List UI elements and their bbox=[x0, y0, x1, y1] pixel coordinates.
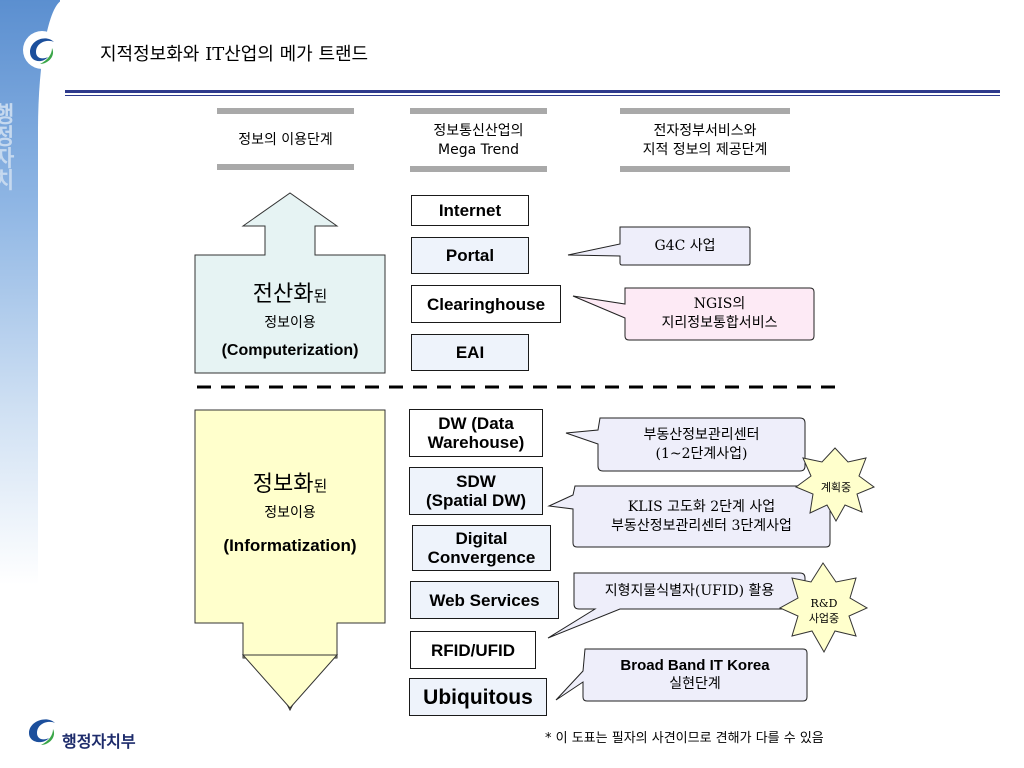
callout-g4c: G4C 사업 bbox=[620, 227, 750, 265]
brand-name: 행정자치부 bbox=[62, 732, 136, 751]
trend-box-sdw: SDW (Spatial DW) bbox=[409, 467, 543, 515]
trend-label: Convergence bbox=[427, 548, 536, 567]
callout-text: NGIS의 bbox=[693, 296, 746, 312]
trend-box-rfid-ufid: RFID/UFID bbox=[410, 631, 536, 669]
trend-box-portal: Portal bbox=[411, 237, 529, 274]
arrow-down-subtitle: 정보이용 bbox=[264, 505, 316, 521]
arrow-up-title-suffix: 된 bbox=[313, 287, 328, 305]
callout-text: G4C 사업 bbox=[654, 237, 716, 254]
title-rule bbox=[65, 90, 1000, 93]
trend-label: Web Services bbox=[429, 590, 540, 610]
trend-label: Digital bbox=[455, 529, 508, 548]
trend-label: Internet bbox=[438, 201, 502, 220]
arrow-down-title: 정보화 bbox=[252, 472, 314, 497]
callout-text: 지형지물식별자(UFID) 활용 bbox=[604, 582, 775, 599]
callout-text: 부동산정보관리센터 3단계사업 bbox=[611, 517, 792, 534]
trend-box-web-services: Web Services bbox=[410, 581, 559, 619]
header-bar bbox=[410, 108, 547, 114]
header-bar bbox=[410, 166, 547, 172]
trend-label: DW (Data bbox=[438, 414, 514, 433]
arrow-up-english: (Computerization) bbox=[221, 342, 359, 359]
trend-box-eai: EAI bbox=[411, 334, 529, 371]
arrow-up-label: 전산화된 정보이용 (Computerization) bbox=[195, 276, 385, 360]
callout-realestate-shape bbox=[565, 417, 806, 472]
trend-label: Warehouse) bbox=[427, 433, 525, 452]
callout-ngis: NGIS의 지리정보통합서비스 bbox=[625, 288, 814, 340]
burst-text: R&D bbox=[810, 597, 838, 610]
column-header-label: 정보의 이용단계 bbox=[238, 132, 333, 148]
callout-ngis-shape bbox=[572, 287, 815, 341]
title-rule-thin bbox=[65, 95, 1000, 96]
callout-text: 지리정보통합서비스 bbox=[661, 315, 778, 331]
burst-text: 계획중 bbox=[820, 480, 852, 494]
callout-ufid: 지형지물식별자(UFID) 활용 bbox=[574, 573, 805, 609]
seal-line: 행정 bbox=[0, 103, 15, 150]
trend-box-clearinghouse: Clearinghouse bbox=[411, 285, 561, 323]
callout-realestate: 부동산정보관리센터 (1~2단계사업) bbox=[598, 418, 805, 471]
burst-planned: 계획중 bbox=[808, 476, 864, 498]
sidebar-swoosh bbox=[38, 0, 64, 585]
trend-label: EAI bbox=[455, 343, 485, 362]
trend-label: Clearinghouse bbox=[426, 294, 546, 314]
trend-box-ubiquitous: Ubiquitous bbox=[409, 678, 547, 716]
header-bar bbox=[217, 108, 354, 114]
brand-logo-icon bbox=[29, 719, 55, 745]
callout-klis: KLIS 고도화 2단계 사업 부동산정보관리센터 3단계사업 bbox=[573, 486, 830, 547]
trend-label: Portal bbox=[445, 246, 495, 265]
callout-text: 실현단계 bbox=[669, 676, 721, 692]
column-header-egov-stage: 전자정부서비스와 지적 정보의 제공단계 bbox=[620, 108, 790, 174]
callout-text: KLIS 고도화 2단계 사업 bbox=[627, 498, 776, 515]
trend-box-internet: Internet bbox=[411, 195, 529, 226]
arrow-down-head bbox=[241, 654, 339, 709]
burst-rnd-shape bbox=[778, 562, 869, 654]
column-header-label: Mega Trend bbox=[438, 142, 519, 158]
page-title: 지적정보화와 IT산업의 메가 트랜드 bbox=[100, 44, 369, 65]
header-bar bbox=[217, 164, 354, 170]
trend-label: SDW bbox=[456, 472, 496, 491]
arrow-up-subtitle: 정보이용 bbox=[264, 315, 316, 331]
arrow-down-title-suffix: 된 bbox=[313, 477, 328, 495]
trend-label: Ubiquitous bbox=[423, 685, 533, 709]
burst-text: 사업중 bbox=[808, 612, 840, 625]
arrow-down-label: 정보화된 정보이용 (Informatization) bbox=[195, 466, 385, 556]
burst-rnd: R&D 사업중 bbox=[796, 594, 852, 628]
trend-box-dw: DW (Data Warehouse) bbox=[409, 409, 543, 457]
seal-line: 자치 bbox=[0, 147, 15, 194]
callout-text: (1~2단계사업) bbox=[655, 445, 748, 462]
column-header-label: 지적 정보의 제공단계 bbox=[642, 142, 768, 158]
column-header-usage-stage: 정보의 이용단계 bbox=[217, 108, 354, 174]
header-bar bbox=[620, 108, 790, 114]
footer-note: * 이 도표는 필자의 사견이므로 견해가 다를 수 있음 bbox=[545, 731, 824, 746]
ministry-logo-icon bbox=[23, 31, 61, 69]
trend-box-digital-convergence: Digital Convergence bbox=[412, 525, 551, 571]
trend-label: RFID/UFID bbox=[430, 640, 516, 660]
callout-text: 부동산정보관리센터 bbox=[643, 426, 760, 443]
arrow-up-title: 전산화 bbox=[252, 282, 314, 307]
callout-text: Broad Band IT Korea bbox=[620, 657, 770, 674]
column-header-label: 정보통신산업의 bbox=[433, 123, 524, 139]
trend-label: (Spatial DW) bbox=[425, 491, 527, 510]
column-header-label: 전자정부서비스와 bbox=[653, 123, 757, 139]
burst-planned-shape bbox=[794, 447, 876, 523]
callout-broadband-shape bbox=[555, 648, 808, 702]
arrow-up-shape bbox=[194, 192, 386, 374]
header-bar bbox=[620, 166, 790, 172]
callout-g4c-shape bbox=[567, 226, 751, 266]
column-header-mega-trend: 정보통신산업의 Mega Trend bbox=[410, 108, 547, 174]
callout-broadband: Broad Band IT Korea 실현단계 bbox=[583, 649, 807, 701]
arrow-down-english: (Informatization) bbox=[223, 536, 357, 555]
